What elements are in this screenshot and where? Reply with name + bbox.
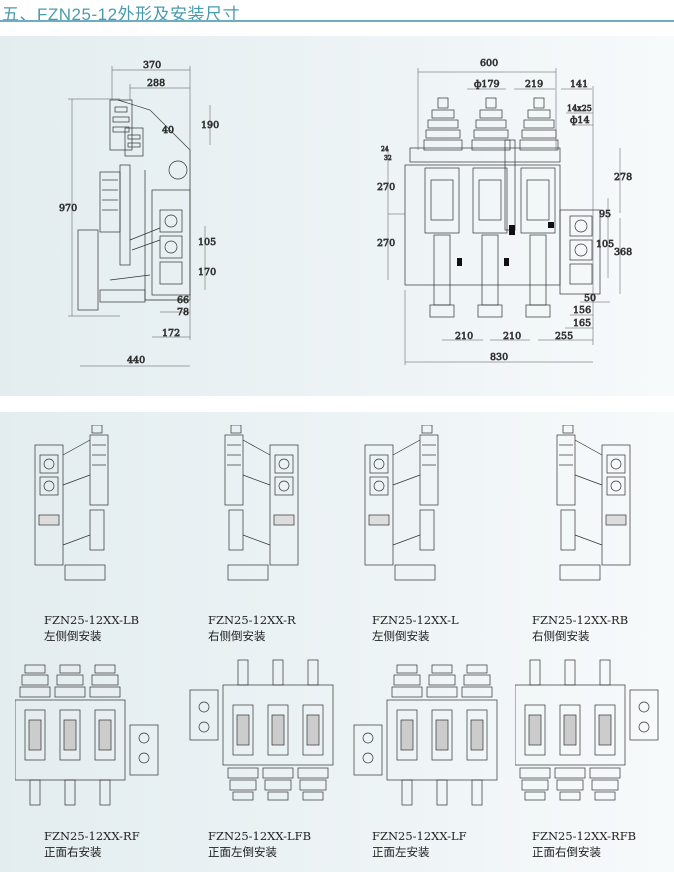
variant-desc: 正面右安装 [44,845,102,859]
variant-drawing-lb [34,425,109,581]
variant-model: FZN25-12XX-LFB [208,829,312,843]
variant-drawing-lf [352,655,502,815]
variant-caption: FZN25-12XX-RF 正面右安装 [44,828,140,860]
dim-105: 105 [198,237,216,248]
dim-190: 190 [201,120,219,131]
page-title: 五、FZN25-12外形及安装尺寸 [2,5,241,24]
variant-desc: 左侧倒安装 [372,629,430,643]
variant-caption: FZN25-12XX-L 左侧倒安装 [372,612,459,644]
variant-desc: 正面左倒安装 [208,845,277,859]
variant-desc: 左侧倒安装 [44,629,102,643]
variant-desc: 右侧倒安装 [532,629,590,643]
side-view-drawing: 370 288 190 40 970 105 170 66 78 172 440 [59,60,220,367]
variant-desc: 正面右倒安装 [532,845,601,859]
variant-model: FZN25-12XX-LB [44,613,140,627]
variant-model: FZN25-12XX-RFB [532,829,637,843]
title-divider [0,20,674,22]
dim-156: 156 [573,305,591,316]
dim-270-lower: 270 [377,238,395,249]
dim-50: 50 [584,293,596,304]
dim-278: 278 [614,172,632,183]
variant-drawings-panel [0,412,674,872]
variant-caption: FZN25-12XX-R 右侧倒安装 [208,612,296,644]
variant-model: FZN25-12XX-LF [372,829,467,843]
front-view-drawing: 600 ф179 219 141 14x25 ф14 24 32 270 270… [377,58,632,365]
dim-368: 368 [614,247,632,258]
variant-model: FZN25-12XX-L [372,613,459,627]
dim-440: 440 [127,355,145,366]
variant-caption: FZN25-12XX-LFB 正面左倒安装 [208,828,311,860]
dim-600: 600 [480,58,498,69]
dim-255: 255 [555,331,573,342]
dim-170: 170 [198,267,216,278]
variant-caption: FZN25-12XX-RFB 正面右倒安装 [532,828,636,860]
variant-drawing-lfb [188,655,338,815]
dim-288: 288 [147,78,165,89]
variant-model: FZN25-12XX-R [208,613,296,627]
dim-66: 66 [177,295,189,306]
dim-phi179: ф179 [474,79,500,90]
dim-970: 970 [59,203,77,214]
dim-141: 141 [570,79,588,90]
dim-40: 40 [162,125,174,136]
dim-32: 32 [384,155,392,162]
dim-219: 219 [525,79,543,90]
variant-drawing-l [364,425,439,581]
dim-830: 830 [490,352,508,363]
dim-270-upper: 270 [377,182,395,193]
variant-drawing-rf [15,655,165,815]
dimension-drawings-panel [0,36,674,396]
dimension-drawings: 370 288 190 40 970 105 170 66 78 172 440 [59,58,633,367]
dim-172: 172 [162,328,180,339]
variant-model: FZN25-12XX-RB [532,613,629,627]
dim-24: 24 [381,146,389,153]
dim-210-left: 210 [455,331,473,342]
variant-model: FZN25-12XX-RF [44,829,140,843]
dim-165: 165 [573,318,591,329]
variant-caption: FZN25-12XX-RB 右侧倒安装 [532,612,628,644]
variant-drawing-r [224,425,299,581]
variant-desc: 右侧倒安装 [208,629,266,643]
variant-caption: FZN25-12XX-LB 左侧倒安装 [44,612,139,644]
dim-370: 370 [143,60,161,71]
dim-phi14: ф14 [570,115,590,126]
dim-105: 105 [596,239,614,250]
dim-14x25: 14x25 [567,104,592,113]
variant-drawing-rb [556,425,631,581]
variant-drawing-rfb [515,655,665,815]
dim-210-right: 210 [503,331,521,342]
variant-caption: FZN25-12XX-LF 正面左安装 [372,828,467,860]
variant-desc: 正面左安装 [372,845,430,859]
dim-95: 95 [599,209,611,220]
dim-78: 78 [177,307,189,318]
